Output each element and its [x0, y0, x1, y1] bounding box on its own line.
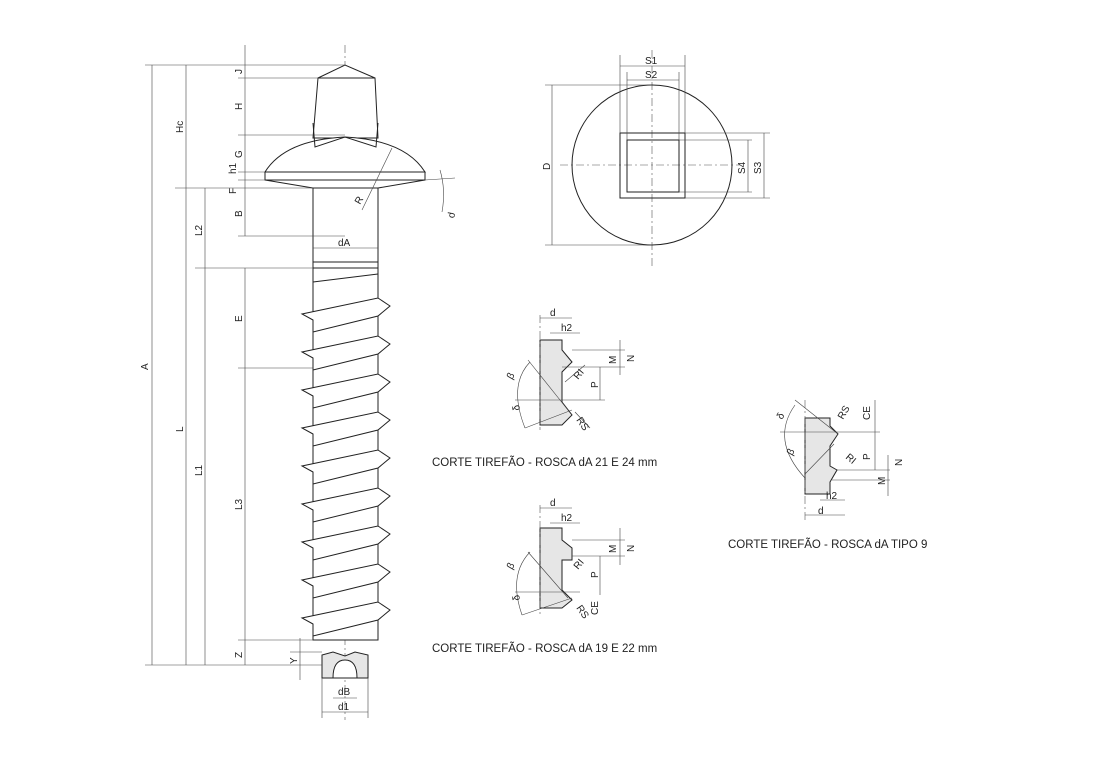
label-L2: L2	[194, 224, 205, 236]
s1-label-RS: RS	[574, 415, 591, 433]
label-B: B	[234, 210, 245, 217]
label-Hc: Hc	[175, 121, 186, 133]
label-dA: dA	[338, 238, 351, 249]
s3-label-M: M	[877, 477, 888, 485]
s1-label-d: d	[550, 308, 556, 319]
s2-caption: CORTE TIREFÃO - ROSCA dA 19 E 22 mm	[432, 642, 657, 655]
label-Y: Y	[289, 657, 300, 664]
section-thread-tipo-9: RS CE RI P N M h2 d δ β CORTE TIREFÃO - …	[728, 399, 927, 551]
label-A: A	[140, 363, 151, 370]
label-S1: S1	[645, 56, 658, 67]
label-R: R	[353, 195, 366, 207]
s3-label-d: d	[818, 506, 824, 517]
section-thread-21-24: d h2 M N RI P RS β δ CORTE TIREFÃO - ROS…	[432, 308, 657, 469]
label-L1: L1	[194, 464, 205, 476]
s2-label-RS: RS	[574, 603, 591, 621]
s1-label-M: M	[608, 356, 619, 364]
s2-label-N: N	[626, 545, 637, 552]
thread-flight	[300, 487, 391, 523]
label-Z: Z	[234, 652, 245, 658]
thread-flight	[300, 373, 391, 409]
s3-label-P: P	[862, 453, 873, 460]
thread-flight	[300, 297, 391, 333]
s3-label-delta: δ	[775, 411, 788, 422]
label-S2: S2	[645, 70, 658, 81]
s2-label-M: M	[608, 545, 619, 553]
s3-label-N: N	[894, 459, 905, 466]
s2-label-P: P	[590, 571, 601, 578]
s3-label-RI: RI	[843, 452, 858, 467]
s3-label-beta: β	[785, 447, 798, 458]
thread-flights	[300, 273, 391, 637]
s1-label-P: P	[590, 381, 601, 388]
label-L3: L3	[234, 498, 245, 510]
s2-label-CE: CE	[590, 601, 601, 615]
s1-label-N: N	[626, 355, 637, 362]
label-rho: ρ	[446, 211, 458, 219]
thread-flight	[300, 601, 391, 637]
s1-label-delta: δ	[511, 404, 523, 412]
s3-label-RS: RS	[836, 404, 853, 422]
screw-dimensions: A Hc L L2 L1 J H G h1 F B E L3 Z Y dA dB…	[140, 45, 378, 718]
label-d1: d1	[338, 702, 350, 713]
label-S4: S4	[737, 161, 748, 174]
label-D: D	[542, 163, 553, 170]
s1-caption: CORTE TIREFÃO - ROSCA dA 21 E 24 mm	[432, 456, 657, 469]
thread-flight	[300, 411, 391, 447]
s1-label-beta: β	[505, 371, 518, 382]
label-h1: h1	[228, 162, 239, 174]
label-E: E	[234, 315, 245, 322]
head-top-view: S1 S2 D S4 S3	[542, 50, 770, 268]
label-G: G	[234, 150, 245, 158]
s3-label-CE: CE	[862, 406, 873, 420]
thread-flight	[300, 563, 391, 599]
s2-label-h2: h2	[561, 513, 573, 524]
label-H: H	[234, 103, 245, 110]
s1-label-h2: h2	[561, 323, 573, 334]
s2-label-beta: β	[505, 561, 518, 572]
s2-label-d: d	[550, 498, 556, 509]
section-thread-19-22: d h2 M N RI P CE RS β δ CORTE TIREFÃO - …	[432, 498, 657, 655]
thread-flight	[300, 525, 391, 561]
s3-caption: CORTE TIREFÃO - ROSCA dA TIPO 9	[728, 538, 927, 551]
s1-label-RI: RI	[572, 367, 587, 382]
s2-label-delta: δ	[511, 594, 523, 602]
label-dB: dB	[338, 687, 351, 698]
thread-start	[312, 273, 379, 283]
thread-flight	[300, 335, 391, 371]
screw-side-view: R ρ	[264, 45, 458, 720]
label-L: L	[175, 426, 186, 432]
s3-label-h2: h2	[826, 491, 838, 502]
thread-flight	[300, 449, 391, 485]
label-J: J	[234, 69, 245, 74]
label-S3: S3	[753, 161, 764, 174]
label-F: F	[228, 188, 239, 194]
s2-label-RI: RI	[572, 557, 587, 572]
